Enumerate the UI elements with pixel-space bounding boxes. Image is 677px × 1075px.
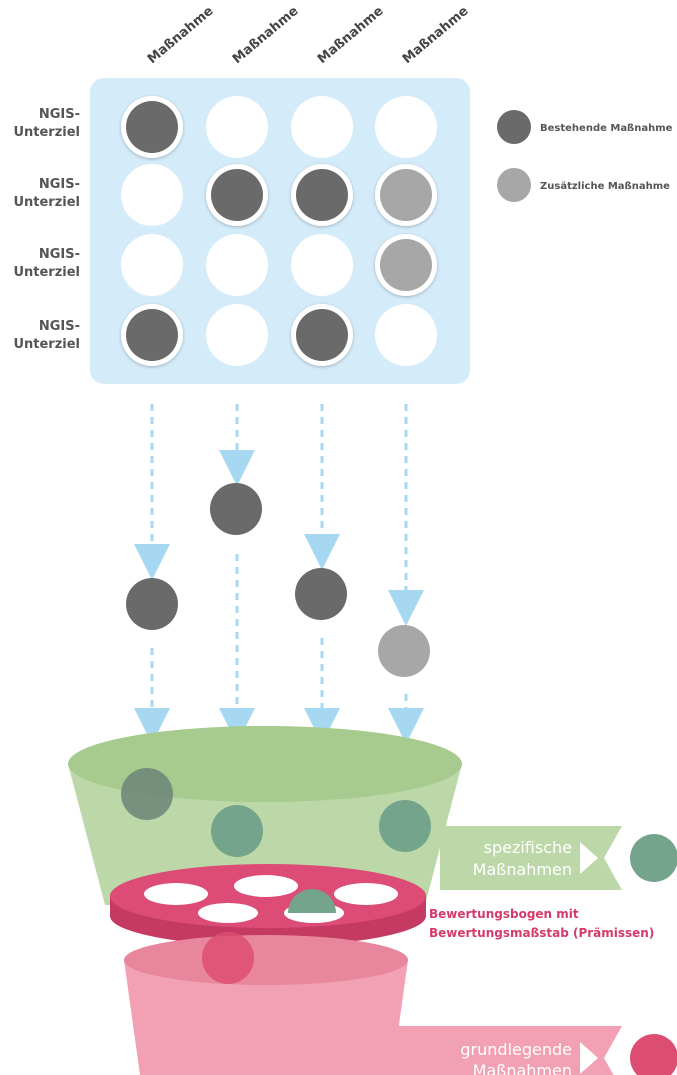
evaluation-sieve: Bewertungsbogen mit Bewertungsmaßstab (P… [110, 864, 654, 946]
matrix-cell-empty [291, 96, 353, 158]
specific-measure-dot [121, 768, 173, 820]
matrix-cell-additional [380, 169, 432, 221]
row-header-line1: NGIS- [39, 247, 80, 262]
basic-band [392, 1026, 622, 1075]
pink-funnel-body [124, 960, 408, 1075]
specific-band [440, 826, 622, 890]
matrix-cell-empty [291, 234, 353, 296]
row-header-line2: Unterziel [13, 195, 80, 210]
matrix-cell-existing [126, 309, 178, 361]
basic-chevron [580, 1042, 598, 1074]
legend: Bestehende Maßnahme Zusätzliche Maßnahme [497, 110, 673, 202]
green-funnel: spezifische Maßnahmen [68, 726, 677, 905]
matrix-cell-additional [380, 239, 432, 291]
sieve-hole [334, 883, 398, 905]
matrix-panel [90, 78, 470, 384]
matrix-cell-empty [121, 234, 183, 296]
falling-measures [126, 483, 430, 677]
basic-label-line1: grundlegende [460, 1040, 572, 1059]
sieve-hole [144, 883, 208, 905]
matrix-cell-empty [375, 304, 437, 366]
specific-label-line1: spezifische [484, 838, 572, 857]
matrix-cell-empty [121, 164, 183, 226]
row-header-line1: NGIS- [39, 319, 80, 334]
measure-dot-existing [295, 568, 347, 620]
matrix-cell-existing [296, 169, 348, 221]
row-header-line2: Unterziel [13, 265, 80, 280]
matrix-cell-empty [206, 234, 268, 296]
basic-measure-dot [202, 932, 254, 984]
specific-measure-dot [379, 800, 431, 852]
specific-result-dot [630, 834, 677, 882]
matrix-cell-empty [206, 304, 268, 366]
measure-dot-existing [210, 483, 262, 535]
matrix-cell-existing [296, 309, 348, 361]
specific-label-line2: Maßnahmen [473, 860, 572, 879]
legend-additional-label: Zusätzliche Maßnahme [540, 181, 670, 192]
specific-measure-dot [211, 805, 263, 857]
sieve-label-line1: Bewertungsbogen mit [429, 907, 579, 921]
measure-dot-existing [126, 578, 178, 630]
matrix-cell-existing [211, 169, 263, 221]
pink-funnel-rim [124, 935, 408, 985]
column-headers: Maßnahme Maßnahme Maßnahme Maßnahme [145, 4, 472, 67]
legend-existing-swatch [497, 110, 531, 144]
sieve-label-line2: Bewertungsmaßstab (Prämissen) [429, 926, 654, 940]
sieve-hole [198, 903, 258, 923]
matrix-cell-empty [375, 96, 437, 158]
row-headers: NGIS- Unterziel NGIS- Unterziel NGIS- Un… [13, 107, 80, 352]
column-header: Maßnahme [230, 4, 302, 67]
column-header: Maßnahme [315, 4, 387, 67]
matrix-cells [121, 96, 437, 366]
row-header-line2: Unterziel [13, 125, 80, 140]
legend-additional-swatch [497, 168, 531, 202]
specific-chevron [580, 842, 598, 874]
basic-label-line2: Maßnahmen [473, 1061, 572, 1075]
legend-existing-label: Bestehende Maßnahme [540, 123, 673, 134]
sieve-hole [234, 875, 298, 897]
row-header-line1: NGIS- [39, 107, 80, 122]
basic-result-dot [630, 1034, 677, 1075]
sieve-passing-dot [288, 889, 336, 913]
pink-funnel: grundlegende Maßnahmen [124, 932, 677, 1075]
column-header: Maßnahme [400, 4, 472, 67]
row-header-line1: NGIS- [39, 177, 80, 192]
matrix-cell-empty [206, 96, 268, 158]
row-header-line2: Unterziel [13, 337, 80, 352]
measure-dot-additional [378, 625, 430, 677]
column-header: Maßnahme [145, 4, 217, 67]
matrix-cell-existing [126, 101, 178, 153]
flow-arrows [134, 404, 424, 744]
